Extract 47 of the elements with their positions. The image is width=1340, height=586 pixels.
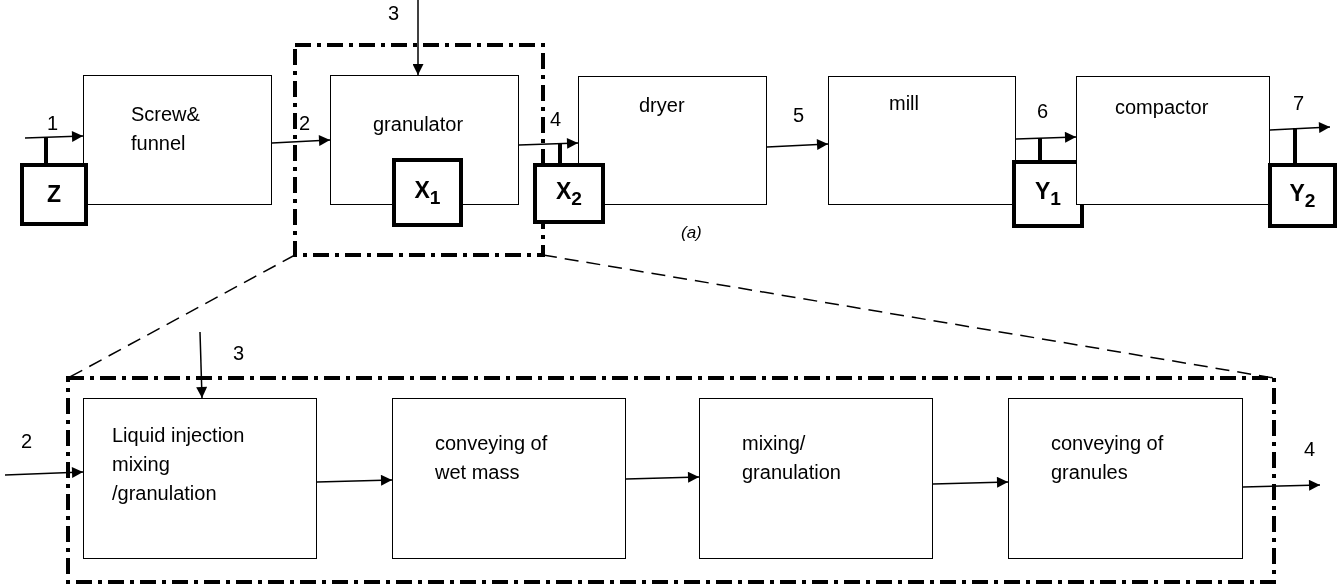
- process-box: [83, 398, 317, 559]
- arrow: [4, 466, 84, 478]
- sensor-box: [1012, 160, 1084, 228]
- arrow: [24, 130, 84, 142]
- box-label: granulator: [373, 112, 465, 137]
- probe-line: [44, 137, 48, 163]
- process-box: [1076, 76, 1270, 205]
- process-box: [828, 76, 1016, 205]
- arrow: [412, 0, 424, 76]
- sensor-label: X$_{1}$: [414, 175, 441, 210]
- sensor-box: [392, 158, 463, 227]
- arrow: [271, 135, 331, 147]
- probe-line: [558, 144, 562, 163]
- box-label: Screw& funnel: [131, 102, 201, 156]
- sensor-label: Y$_{1}$: [1035, 177, 1061, 211]
- sensor-box: [533, 163, 605, 224]
- arrow: [1015, 131, 1077, 143]
- arrow: [766, 139, 829, 151]
- dash-dot-frame: [295, 45, 543, 255]
- dash-dot-frame: [68, 378, 1274, 582]
- arrow: [196, 331, 208, 399]
- probe-line: [1038, 138, 1042, 160]
- arrow: [932, 476, 1009, 488]
- process-box: [699, 398, 933, 559]
- process-box: [1008, 398, 1243, 559]
- probe-line: [1293, 128, 1297, 163]
- box-label: compactor: [1115, 95, 1210, 120]
- process-box: [83, 75, 272, 205]
- sensor-box: [1268, 163, 1337, 228]
- arrow: [1242, 479, 1321, 491]
- panel-label: (a): [681, 223, 702, 243]
- arrow: [518, 137, 579, 149]
- arrow: [625, 471, 700, 483]
- sensor-label: Y$_{2}$: [1289, 178, 1316, 213]
- arrow: [1269, 122, 1331, 134]
- box-label: conveying of wet mass: [435, 431, 549, 485]
- arrow: [316, 474, 393, 486]
- sensor-label: X$_{2}$: [556, 176, 582, 211]
- sensor-label: Z: [46, 179, 62, 209]
- box-label: dryer: [639, 93, 686, 118]
- sensor-box: [20, 163, 88, 226]
- box-label: conveying of granules: [1051, 431, 1165, 485]
- process-box: [392, 398, 626, 559]
- box-label: mill: [889, 91, 920, 116]
- box-label: mixing/ granulation: [742, 431, 842, 485]
- box-label: Liquid injection mixing /granulation: [112, 423, 246, 506]
- dashed-zoom-line: [542, 254, 1275, 379]
